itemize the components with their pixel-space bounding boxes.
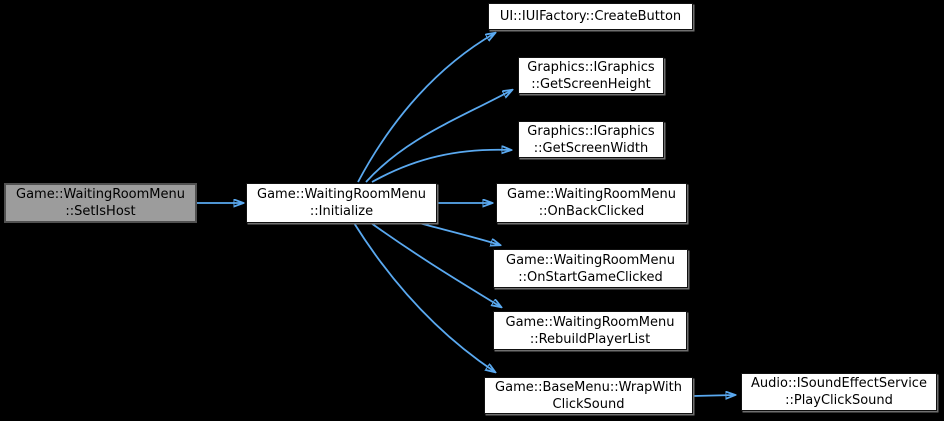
node-label-line: Game::BaseMenu::WrapWith bbox=[495, 379, 682, 395]
node-label-line: ::SetIsHost bbox=[65, 204, 136, 219]
edge-initialize-to-on-start-game-clicked bbox=[418, 222, 500, 245]
edge-initialize-to-create-button bbox=[357, 33, 495, 183]
node-label-line: ::Initialize bbox=[309, 204, 374, 219]
node-create-button[interactable]: UI::IUIFactory::CreateButton bbox=[488, 3, 693, 30]
node-get-screen-height[interactable]: Graphics::IGraphics ::GetScreenHeight bbox=[518, 57, 664, 94]
edge-initialize-to-get-screen-height bbox=[365, 90, 512, 183]
node-rebuild-player-list[interactable]: Game::WaitingRoomMenu ::RebuildPlayerLis… bbox=[493, 311, 687, 350]
node-on-back-clicked[interactable]: Game::WaitingRoomMenu ::OnBackClicked bbox=[496, 183, 687, 223]
node-label-line: UI::IUIFactory::CreateButton bbox=[499, 9, 682, 24]
node-label-line: ::OnStartGameClicked bbox=[518, 269, 663, 285]
node-get-screen-width[interactable]: Graphics::IGraphics ::GetScreenWidth bbox=[518, 121, 664, 158]
node-initialize[interactable]: Game::WaitingRoomMenu ::Initialize bbox=[246, 183, 437, 223]
node-label-line: ::RebuildPlayerList bbox=[529, 331, 651, 347]
edge-wrap-with-click-sound-to-play-click-sound bbox=[692, 395, 735, 396]
edge-initialize-to-get-screen-width bbox=[371, 150, 511, 183]
node-label-line: ClickSound bbox=[552, 396, 625, 412]
node-label-line: Graphics::IGraphics bbox=[527, 59, 655, 75]
node-on-start-game-clicked[interactable]: Game::WaitingRoomMenu ::OnStartGameClick… bbox=[493, 249, 688, 288]
node-label-line: Game::WaitingRoomMenu bbox=[506, 252, 675, 268]
node-label-line: Game::WaitingRoomMenu bbox=[507, 187, 676, 202]
node-wrap-with-click-sound[interactable]: Game::BaseMenu::WrapWith ClickSound bbox=[484, 377, 693, 414]
node-label-line: ::GetScreenHeight bbox=[531, 76, 651, 92]
node-label-line: Graphics::IGraphics bbox=[527, 123, 655, 139]
node-label-line: Audio::ISoundEffectService bbox=[751, 376, 927, 391]
node-label-line: ::OnBackClicked bbox=[538, 204, 645, 219]
node-play-click-sound[interactable]: Audio::ISoundEffectService ::PlayClickSo… bbox=[741, 373, 937, 411]
node-set-is-host: Game::WaitingRoomMenu ::SetIsHost bbox=[4, 183, 197, 223]
node-label-line: Game::WaitingRoomMenu bbox=[16, 187, 185, 202]
edge-initialize-to-wrap-with-click-sound bbox=[353, 222, 495, 372]
node-label-line: ::GetScreenWidth bbox=[533, 140, 649, 156]
node-label-line: Game::WaitingRoomMenu bbox=[257, 187, 426, 202]
edge-initialize-to-rebuild-player-list bbox=[370, 222, 501, 307]
node-label-line: ::PlayClickSound bbox=[785, 393, 893, 408]
node-label-line: Game::WaitingRoomMenu bbox=[505, 314, 675, 330]
